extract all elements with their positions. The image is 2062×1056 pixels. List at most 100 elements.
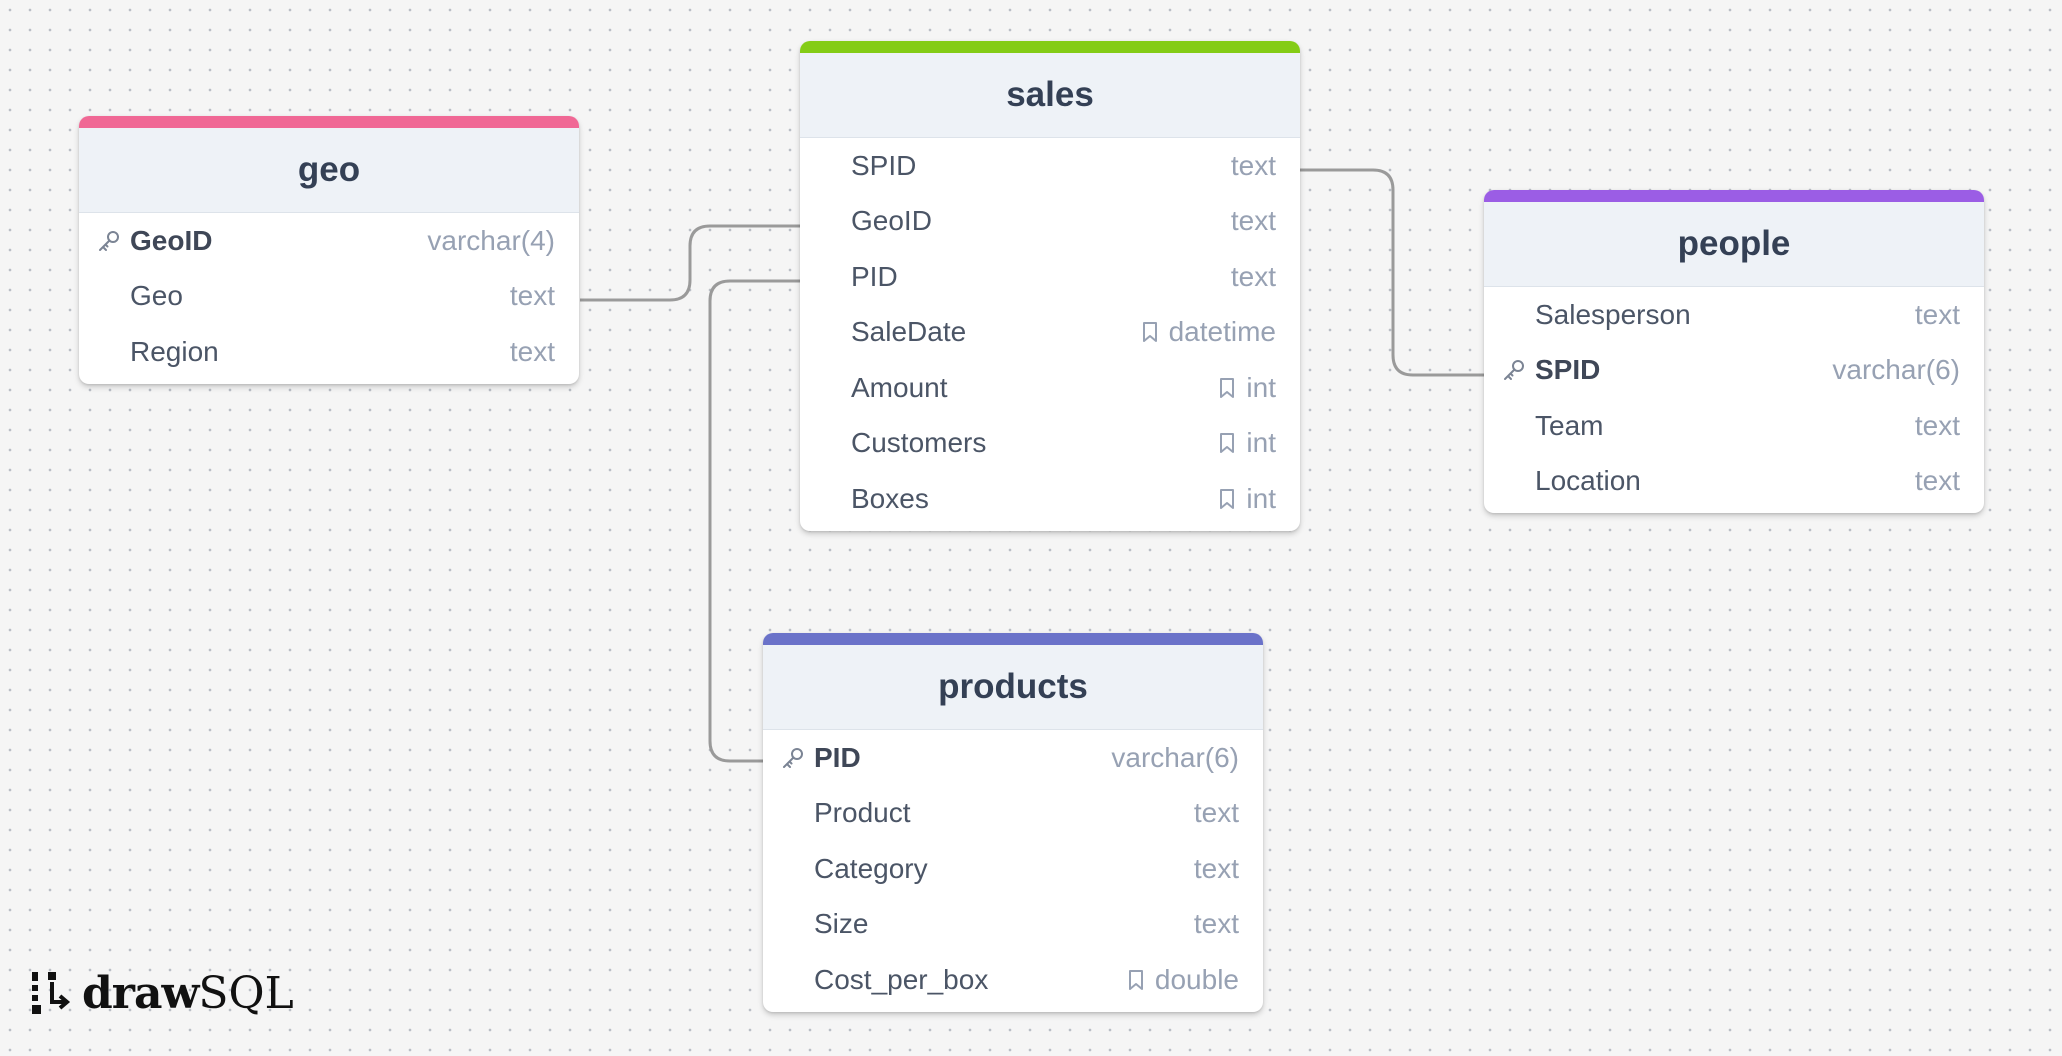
connector-sales-geoid-to-geo[interactable]: [580, 224, 800, 302]
column-type: text: [1231, 150, 1276, 182]
column-type: text: [1231, 205, 1276, 237]
table-title[interactable]: sales: [800, 53, 1300, 138]
column-type: text: [1231, 261, 1276, 293]
column-type: text: [1915, 410, 1960, 442]
column-type: text: [1915, 299, 1960, 331]
table-title[interactable]: geo: [79, 128, 579, 213]
column-type: text: [1194, 908, 1239, 940]
logo-text-regular: SQL: [198, 967, 294, 1019]
column-type: text: [510, 336, 555, 368]
column-row[interactable]: Customers int: [800, 416, 1300, 472]
index-icon: [1220, 377, 1235, 398]
column-name: Geo: [130, 280, 183, 312]
column-type: int: [1218, 427, 1276, 459]
column-row[interactable]: Amount int: [800, 360, 1300, 416]
column-row[interactable]: GeoID text: [800, 194, 1300, 250]
column-name: SPID: [851, 149, 917, 181]
column-name: GeoID: [851, 205, 932, 237]
column-type: text: [1194, 797, 1239, 829]
table-title[interactable]: products: [763, 645, 1263, 730]
column-name: PID: [851, 260, 898, 292]
column-type-label: text: [1193, 852, 1239, 884]
column-type: datetime: [1141, 316, 1276, 348]
column-type-label: text: [1230, 260, 1276, 292]
column-type-label: text: [1230, 205, 1276, 237]
column-row[interactable]: Salesperson text: [1484, 287, 1984, 343]
column-row[interactable]: SPID text: [800, 138, 1300, 194]
primary-key-icon: [1504, 360, 1524, 381]
column-row[interactable]: PID text: [800, 249, 1300, 305]
column-row[interactable]: Product text: [763, 786, 1263, 842]
column-row[interactable]: Region text: [79, 324, 579, 380]
column-type-label: text: [1230, 149, 1276, 181]
drawsql-logo-icon: [32, 972, 71, 1014]
column-name: Customers: [851, 427, 987, 459]
table-title[interactable]: people: [1484, 202, 1984, 287]
table-color-bar: [79, 116, 579, 128]
column-row[interactable]: GeoID varchar(4): [79, 213, 579, 269]
index-icon: [1220, 433, 1235, 454]
column-name: PID: [814, 741, 861, 773]
index-icon: [1220, 488, 1235, 509]
index-icon: [1128, 969, 1143, 990]
column-type: varchar(6): [1111, 742, 1239, 774]
column-name: Size: [814, 908, 869, 940]
column-type-label: text: [509, 335, 555, 367]
column-type: text: [1915, 465, 1960, 497]
column-name: Location: [1535, 465, 1641, 497]
column-type: text: [1194, 853, 1239, 885]
column-type-label: text: [1193, 797, 1239, 829]
logo-text-bold: draw: [82, 967, 199, 1019]
column-type-label: int: [1246, 427, 1276, 459]
column-row[interactable]: Category text: [763, 841, 1263, 897]
column-type: int: [1218, 372, 1276, 404]
column-name: Amount: [851, 371, 948, 403]
column-name: SaleDate: [851, 316, 967, 348]
column-name: Salesperson: [1535, 298, 1691, 330]
connector-sales-spid-to-people[interactable]: [1300, 168, 1484, 377]
column-type-label: int: [1246, 371, 1276, 403]
column-name: Boxes: [851, 482, 929, 514]
column-row[interactable]: Size text: [763, 897, 1263, 953]
column-type: varchar(4): [427, 225, 555, 257]
column-type-label: varchar(6): [1111, 741, 1239, 773]
column-type-label: text: [1914, 298, 1960, 330]
column-type: varchar(6): [1832, 354, 1960, 386]
column-row[interactable]: SaleDate datetime: [800, 305, 1300, 361]
column-row[interactable]: Team text: [1484, 398, 1984, 454]
column-type-label: varchar(4): [427, 224, 555, 256]
column-type-label: text: [509, 280, 555, 312]
column-name: Category: [814, 852, 928, 884]
column-type-label: text: [1193, 908, 1239, 940]
column-type-label: int: [1246, 482, 1276, 514]
column-row[interactable]: SPID varchar(6): [1484, 343, 1984, 399]
column-name: Team: [1535, 409, 1604, 441]
column-row[interactable]: PID varchar(6): [763, 730, 1263, 786]
column-row[interactable]: Geo text: [79, 269, 579, 325]
column-type-label: varchar(6): [1832, 354, 1960, 386]
column-type: int: [1218, 483, 1276, 515]
table-color-bar: [800, 41, 1300, 53]
column-row[interactable]: Location text: [1484, 454, 1984, 510]
column-type: text: [510, 280, 555, 312]
primary-key-icon: [783, 747, 803, 768]
table-color-bar: [1484, 190, 1984, 202]
primary-key-icon: [99, 230, 119, 251]
column-row[interactable]: Boxes int: [800, 471, 1300, 527]
column-type-label: datetime: [1168, 316, 1276, 348]
table-color-bar: [763, 633, 1263, 645]
column-name: SPID: [1535, 354, 1601, 386]
column-name: GeoID: [130, 224, 213, 256]
column-name: Region: [130, 335, 219, 367]
column-name: Product: [814, 797, 911, 829]
index-icon: [1142, 322, 1157, 343]
